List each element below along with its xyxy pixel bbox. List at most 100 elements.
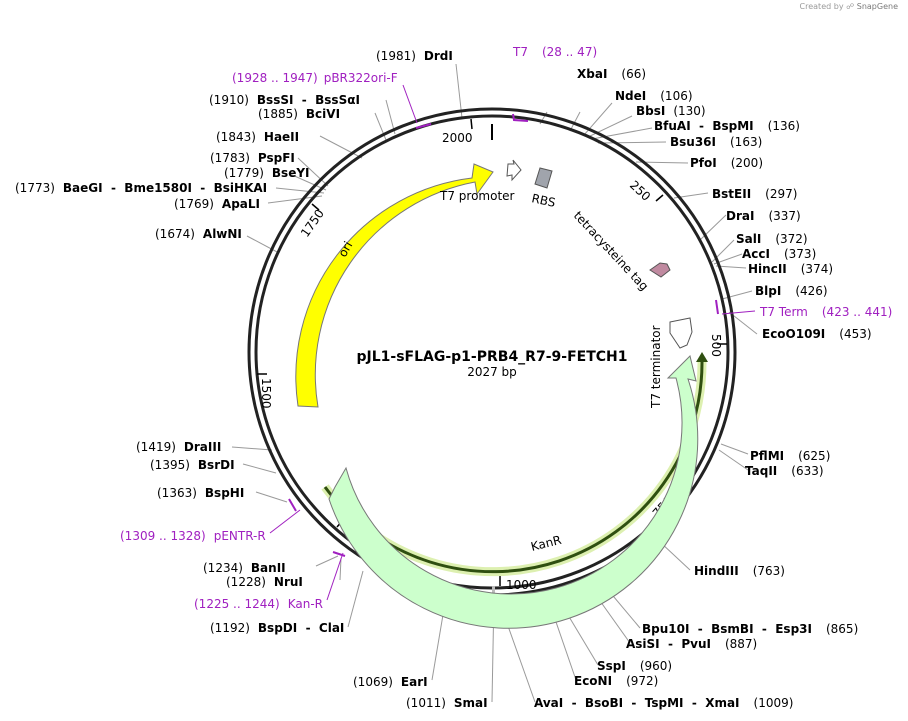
site-position: (625): [798, 449, 830, 463]
site-label-bspdi-clai: (1192)BspDI - ClaI: [210, 621, 344, 635]
site-name: BbsI: [636, 104, 665, 118]
tick-label-500: 500: [709, 334, 723, 357]
site-position: (1363): [157, 486, 197, 500]
site-name: PspFI: [258, 151, 295, 165]
site-name: BciVI: [306, 107, 340, 121]
site-label-bsrdi: (1395)BsrDI: [150, 458, 235, 472]
kanr-label: KanR: [529, 533, 562, 554]
site-position: (1069): [353, 675, 393, 689]
site-position: (1783): [210, 151, 250, 165]
primer-name: pBR322ori-F: [324, 71, 398, 85]
site-name: BseYI: [272, 166, 310, 180]
site-position: (426): [795, 284, 827, 298]
tick-mark: [311, 203, 320, 211]
site-position: (1910): [209, 93, 249, 107]
site-label-blpi: BlpI(426): [755, 284, 828, 298]
site-name: SmaI: [454, 696, 488, 710]
site-position: (372): [775, 232, 807, 246]
primer-kanr-mark: [332, 551, 346, 557]
site-name: BfuAI - BspMI: [654, 119, 754, 133]
plasmid-name: pJL1-sFLAG-p1-PRB4_R7-9-FETCH1: [357, 349, 628, 365]
site-label-drdi: (1981)DrdI: [376, 49, 453, 63]
site-position: (130): [673, 104, 705, 118]
site-label-bsteii: BstEII(297): [712, 187, 797, 201]
site-label-smai: (1011) SmaI: [406, 696, 488, 710]
site-label-banii: (1234)BanII: [203, 561, 286, 575]
rbs-label: RBS: [530, 191, 556, 210]
site-position: (200): [731, 156, 763, 170]
site-label-pspfi: (1783) PspFI: [210, 151, 295, 165]
t7-promoter-arrow: [506, 159, 522, 182]
primer-label-kan-r: (1225 .. 1244)Kan-R: [194, 597, 323, 611]
site-position: (1234): [203, 561, 243, 575]
site-position: (1395): [150, 458, 190, 472]
site-name: BspHI: [205, 486, 244, 500]
snapgene-credit: Created by ☍ SnapGene: [800, 2, 898, 11]
primer-t7term-lead: [721, 310, 756, 315]
site-label-econi: EcoNI(972): [574, 674, 658, 688]
primer-name: T7 Term: [759, 305, 808, 319]
site-position: (763): [753, 564, 785, 578]
site-position: (373): [784, 247, 816, 261]
credit-brand: SnapGene: [856, 2, 898, 11]
site-name: BssSI - BssSαI: [257, 93, 360, 107]
site-name: DraI: [726, 209, 754, 223]
site-name: Bpu10I - BsmBI - Esp3I: [642, 622, 812, 636]
site-label-apali: (1769)ApaLI: [174, 197, 260, 211]
primer-range: (28 .. 47): [542, 45, 597, 59]
site-name: NruI: [274, 575, 303, 589]
site-name: EarI: [401, 675, 428, 689]
site-label-bseyi: (1779)BseYI: [224, 166, 310, 180]
site-label-sali: SalI(372): [736, 232, 808, 246]
site-position: (887): [725, 637, 757, 651]
smai-marker: [492, 586, 495, 598]
site-position: (960): [640, 659, 672, 673]
site-position: (136): [768, 119, 800, 133]
site-label-bsu36i: Bsu36I(163): [670, 135, 762, 149]
plasmid-length: 2027 bp: [467, 365, 517, 379]
primer-t7term-mark: [715, 299, 719, 315]
site-name: SspI: [597, 659, 626, 673]
site-position: (1192): [210, 621, 250, 635]
site-position: (337): [768, 209, 800, 223]
primer-label-pentr-r: (1309 .. 1328)pENTR-R: [120, 529, 266, 543]
primer-name: T7: [512, 45, 528, 59]
primer-name: pENTR-R: [214, 529, 266, 543]
site-position: (106): [660, 89, 692, 103]
primer-pbr322ori-mark: [415, 123, 432, 129]
tick-mark: [470, 118, 473, 130]
site-label-bcivi: (1885) BciVI: [258, 107, 340, 121]
site-label-bsssi-bsssai: (1910) BssSI - BssSαI: [209, 93, 360, 107]
site-name: DraIII: [184, 440, 221, 454]
site-label-bsphi: (1363) BspHI: [157, 486, 244, 500]
site-position: (633): [791, 464, 823, 478]
site-label-bfuai-bspmi: BfuAI - BspMI (136): [654, 119, 800, 133]
primer-range: (423 .. 441): [822, 305, 892, 319]
primer-pentr-mark: [288, 498, 297, 512]
site-name: PfoI: [690, 156, 717, 170]
t7-terminator-label: T7 terminator: [649, 325, 663, 409]
tick-label-1000: 1000: [506, 578, 537, 592]
tick-label-1500: 1500: [259, 378, 273, 409]
site-position: (865): [826, 622, 858, 636]
t7-terminator-arrow: [669, 317, 693, 349]
site-name: AlwNI: [203, 227, 242, 241]
site-name: AvaI - BsoBI - TspMI - XmaI: [534, 696, 740, 710]
site-position: (1769): [174, 197, 214, 211]
site-label-hincii: HincII(374): [748, 262, 833, 276]
site-position: (1011): [406, 696, 446, 710]
site-label-nrui: (1228)NruI: [226, 575, 303, 589]
site-label-ecoo109i: EcoO109I(453): [762, 327, 872, 341]
site-label-eari: (1069) EarI: [353, 675, 428, 689]
site-label-sspi: SspI (960): [597, 659, 672, 673]
tetracysteine-tag-label: tetracysteine tag: [571, 208, 651, 293]
site-position: (374): [801, 262, 833, 276]
primer-range: (1928 .. 1947): [232, 71, 318, 85]
site-position: (1674): [155, 227, 195, 241]
site-position: (1885): [258, 107, 298, 121]
site-name: HindIII: [694, 564, 739, 578]
site-label-bpu10i-bsmbi-esp3i: Bpu10I - BsmBI - Esp3I (865): [642, 622, 858, 636]
site-name: HaeII: [264, 130, 299, 144]
kanr-feature-arrow: [328, 355, 699, 629]
